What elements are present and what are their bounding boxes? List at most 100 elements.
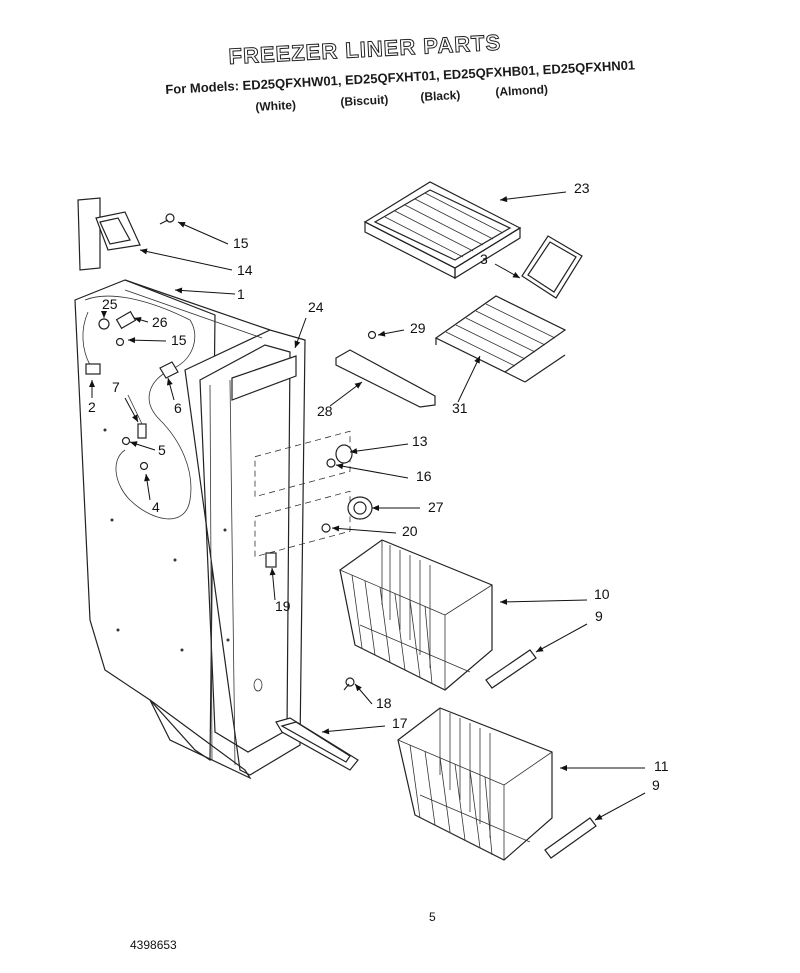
callout-13: 13: [412, 433, 428, 449]
leader-arrow-2: [89, 380, 95, 387]
switch-6: [159, 361, 179, 379]
mullion-cover-24: [231, 355, 297, 401]
leader-arrow-6: [166, 378, 173, 386]
callout-9: 9: [652, 777, 660, 793]
callout-27: 27: [428, 499, 444, 515]
leader-arrow-9: [595, 814, 603, 820]
callout-7: 7: [112, 379, 120, 395]
leader-arrow-18: [355, 684, 362, 692]
lamp-socket-26: [115, 310, 137, 330]
leader-arrow-23: [500, 196, 508, 203]
callout-3: 3: [480, 251, 488, 267]
callout-19: 19: [275, 598, 291, 614]
knob-13: [335, 444, 353, 464]
shelf-23: [363, 181, 522, 280]
leader-arrow-27: [372, 505, 379, 511]
leader-arrow-28: [354, 382, 362, 389]
leader-arrow-15: [178, 222, 186, 228]
screw-18: [343, 677, 355, 691]
document-number: 4398653: [130, 938, 177, 952]
callout-16: 16: [416, 468, 432, 484]
leader-line-20: [331, 527, 397, 534]
screw-29: [367, 330, 377, 340]
leader-arrow-17: [322, 728, 330, 735]
leader-line-31: [457, 355, 481, 403]
leader-arrow-26: [134, 317, 142, 323]
callout-14: 14: [237, 262, 253, 278]
callout-25: 25: [102, 296, 118, 312]
shelf-frame-3: [521, 235, 583, 299]
basket-trim-9-lower: [544, 817, 597, 859]
screw-15-top: [159, 213, 175, 225]
leader-arrow-19: [269, 568, 276, 576]
dial-27: [347, 496, 373, 520]
callout-10: 10: [594, 586, 610, 602]
basket-trim-9-upper: [485, 649, 537, 689]
callout-6: 6: [174, 400, 182, 416]
wire-shelf-31: [434, 295, 567, 383]
leader-line-14: [139, 249, 233, 271]
callout-28: 28: [317, 403, 333, 419]
clip-19: [265, 552, 277, 568]
callout-9: 9: [595, 608, 603, 624]
leader-arrow-16: [336, 463, 344, 470]
page-number: 5: [429, 910, 436, 924]
leader-line-16: [335, 464, 409, 479]
screw-15-mid: [115, 337, 125, 347]
basket-11: [397, 707, 553, 861]
leader-arrow-15: [128, 337, 136, 344]
callout-26: 26: [152, 314, 168, 330]
leader-line-9: [594, 792, 646, 821]
bracket-14: [95, 211, 141, 251]
callout-23: 23: [574, 180, 590, 196]
leader-arrow-29: [378, 330, 386, 337]
leader-arrow-24: [294, 340, 301, 348]
screw-16: [326, 458, 336, 468]
callout-31: 31: [452, 400, 468, 416]
leader-arrow-31: [474, 356, 480, 364]
callout-24: 24: [308, 299, 324, 315]
shelf-support-28: [335, 349, 436, 408]
callout-5: 5: [158, 442, 166, 458]
callout-1: 1: [237, 286, 245, 302]
leader-line-9: [535, 623, 588, 653]
callout-18: 18: [376, 695, 392, 711]
callout-17: 17: [392, 715, 408, 731]
leader-arrow-5: [130, 441, 138, 447]
leader-arrow-1: [175, 287, 183, 294]
screw-5: [121, 436, 131, 446]
leader-arrow-10: [500, 598, 508, 605]
leader-arrow-13: [350, 448, 358, 455]
callout-15: 15: [171, 332, 187, 348]
leader-line-23: [499, 191, 567, 201]
leader-line-10: [499, 599, 588, 603]
leader-line-15: [177, 221, 229, 245]
leader-arrow-3: [512, 271, 520, 278]
callout-layer: 1234567991011131415151617181920232425262…: [88, 180, 669, 821]
leader-arrow-9: [536, 646, 544, 652]
leader-arrow-11: [560, 765, 567, 771]
callout-15: 15: [233, 235, 249, 251]
leader-arrow-25: [101, 311, 107, 318]
screw-20: [321, 523, 331, 533]
leader-line-1: [174, 289, 236, 295]
screw-4: [139, 461, 149, 471]
label-2: [85, 363, 101, 375]
callout-2: 2: [88, 399, 96, 415]
leader-arrow-4: [144, 474, 151, 482]
leader-arrow-7: [132, 414, 138, 422]
leader-line-17: [321, 725, 386, 733]
trim-17: [275, 717, 359, 771]
leader-line-13: [349, 443, 409, 453]
callout-11: 11: [654, 758, 669, 774]
callout-29: 29: [410, 320, 426, 336]
basket-10: [339, 539, 493, 691]
sensor-7: [127, 394, 147, 439]
leader-arrow-14: [140, 248, 148, 255]
freezer-liner: [74, 197, 306, 780]
callout-4: 4: [152, 499, 160, 515]
leader-arrow-20: [332, 525, 340, 532]
light-bulb-25: [98, 318, 110, 330]
